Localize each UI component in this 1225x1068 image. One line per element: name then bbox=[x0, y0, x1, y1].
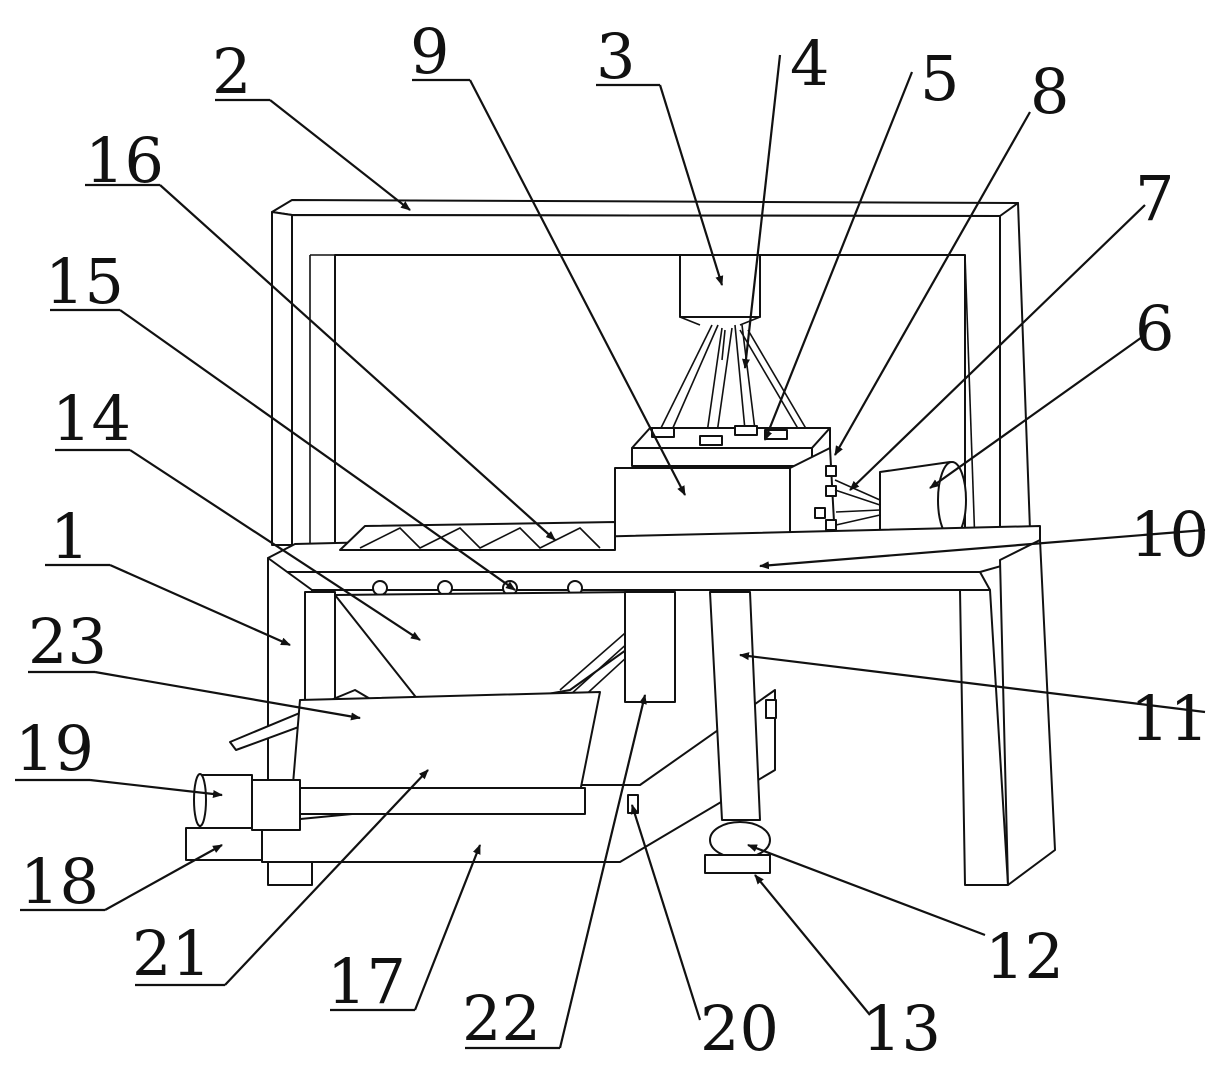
label-13: 13 bbox=[862, 992, 941, 1065]
label-4: 4 bbox=[790, 27, 829, 100]
label-20: 20 bbox=[700, 992, 779, 1065]
label-5: 5 bbox=[920, 42, 959, 115]
label-16: 16 bbox=[85, 124, 164, 197]
screw-conveyor bbox=[339, 521, 616, 551]
label-18: 18 bbox=[20, 845, 99, 918]
label-6: 6 bbox=[1135, 292, 1174, 365]
label-3: 3 bbox=[596, 20, 635, 93]
labels: 2 9 3 4 5 8 16 7 15 6 14 10 1 23 11 19 1… bbox=[15, 15, 1209, 1065]
label-21: 21 bbox=[132, 917, 211, 990]
label-7: 7 bbox=[1135, 162, 1174, 235]
label-11: 11 bbox=[1130, 682, 1209, 755]
label-10: 10 bbox=[1130, 498, 1209, 571]
upper-motor bbox=[679, 254, 761, 326]
label-1: 1 bbox=[50, 500, 89, 573]
label-22: 22 bbox=[462, 982, 541, 1055]
hopper bbox=[334, 591, 641, 716]
hanging-rods bbox=[659, 324, 809, 441]
leader-lines bbox=[15, 54, 1206, 1050]
label-17: 17 bbox=[327, 945, 406, 1018]
label-15: 15 bbox=[45, 245, 124, 318]
support-post bbox=[624, 591, 676, 703]
label-8: 8 bbox=[1030, 55, 1069, 128]
lower-tray bbox=[185, 689, 777, 863]
lower-motor bbox=[193, 773, 301, 831]
label-2: 2 bbox=[212, 35, 251, 108]
top-plate bbox=[631, 425, 831, 467]
label-9: 9 bbox=[410, 15, 449, 88]
label-23: 23 bbox=[28, 605, 107, 678]
portal-frame bbox=[271, 199, 1031, 546]
label-14: 14 bbox=[52, 382, 131, 455]
label-12: 12 bbox=[985, 920, 1064, 993]
label-19: 19 bbox=[15, 712, 94, 785]
